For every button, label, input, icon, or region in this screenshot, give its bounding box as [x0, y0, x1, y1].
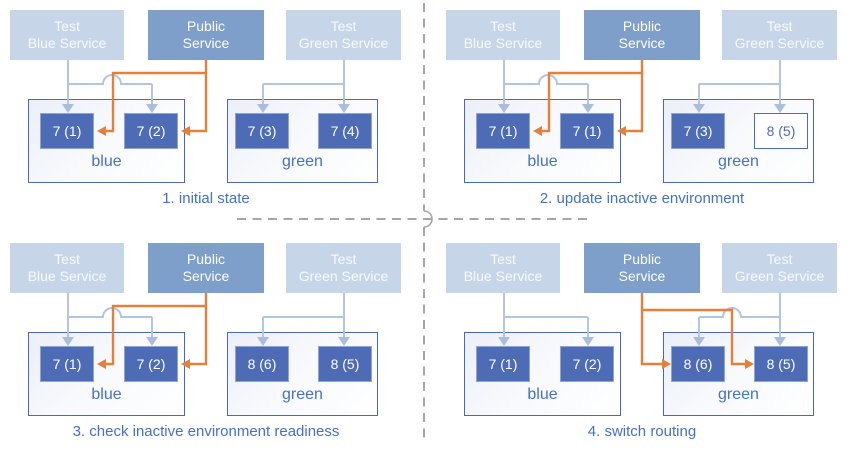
- pod-green-1: 7 (3): [235, 113, 289, 149]
- green-environment-label: green: [282, 386, 323, 403]
- panel-initial-state: Test Blue Service Public Service Test Gr…: [0, 0, 412, 223]
- test-green-service-box: Test Green Service: [722, 243, 837, 293]
- service-label: Test: [54, 18, 80, 34]
- test-blue-service-box: Test Blue Service: [10, 10, 124, 60]
- service-label: Green Service: [298, 35, 389, 51]
- pod-label: 7 (4): [330, 123, 360, 139]
- service-label: Service: [182, 35, 230, 51]
- green-environment-label: green: [282, 153, 323, 170]
- service-label: Blue Service: [27, 35, 107, 51]
- pod-blue-1: 7 (1): [40, 113, 94, 149]
- panel-switch-routing: Test Blue Service Public Service Test Gr…: [436, 233, 848, 456]
- pod-blue-2: 7 (2): [124, 113, 178, 149]
- panel-caption: 1. initial state: [162, 190, 250, 207]
- blue-environment-label: blue: [91, 153, 122, 170]
- test-green-service-box: Test Green Service: [286, 10, 401, 60]
- service-label: Green Service: [298, 268, 389, 284]
- service-label: Blue Service: [27, 268, 107, 284]
- pod-green-1: 8 (6): [671, 346, 725, 382]
- pod-label: 7 (1): [572, 123, 602, 139]
- green-environment-label: green: [718, 386, 759, 403]
- pod-label: 8 (6): [247, 356, 277, 372]
- service-label: Public: [622, 18, 662, 34]
- service-label: Service: [618, 268, 666, 284]
- pod-label: 7 (2): [136, 123, 166, 139]
- pod-label: 7 (1): [488, 356, 518, 372]
- pod-label: 8 (5): [330, 356, 360, 372]
- blue-environment-label: blue: [527, 153, 558, 170]
- test-green-service-box: Test Green Service: [286, 243, 401, 293]
- service-label: Test: [490, 251, 516, 267]
- service-label: Blue Service: [463, 35, 543, 51]
- public-service-box: Public Service: [584, 243, 700, 293]
- service-label: Public: [186, 18, 226, 34]
- panel-update-inactive-environment: Test Blue Service Public Service Test Gr…: [436, 0, 848, 223]
- pod-green-2-new-version: 8 (5): [754, 113, 808, 149]
- public-service-box: Public Service: [584, 10, 700, 60]
- pod-label: 8 (5): [766, 123, 796, 139]
- pod-label: 7 (1): [52, 123, 82, 139]
- pod-label: 7 (1): [488, 123, 518, 139]
- pod-blue-1: 7 (1): [476, 346, 530, 382]
- service-label: Blue Service: [463, 268, 543, 284]
- service-label: Green Service: [734, 35, 825, 51]
- pod-label: 7 (3): [683, 123, 713, 139]
- service-label: Test: [766, 251, 793, 267]
- service-label: Service: [182, 268, 230, 284]
- pod-blue-2: 7 (2): [560, 346, 614, 382]
- divider-crossing-hop: [423, 210, 433, 228]
- test-blue-service-box: Test Blue Service: [446, 10, 560, 60]
- panel-caption: 3. check inactive environment readiness: [72, 423, 340, 440]
- panel-caption: 4. switch routing: [587, 423, 697, 440]
- service-label: Test: [766, 18, 793, 34]
- public-service-box: Public Service: [148, 243, 264, 293]
- pod-label: 7 (2): [572, 356, 602, 372]
- pod-label: 8 (5): [766, 356, 796, 372]
- pod-label: 7 (3): [247, 123, 277, 139]
- public-service-box: Public Service: [148, 10, 264, 60]
- service-label: Test: [54, 251, 80, 267]
- pod-label: 8 (6): [683, 356, 713, 372]
- pod-green-2: 8 (5): [754, 346, 808, 382]
- pod-blue-2: 7 (1): [560, 113, 614, 149]
- pod-blue-2: 7 (2): [124, 346, 178, 382]
- test-blue-service-box: Test Blue Service: [10, 243, 124, 293]
- pod-label: 7 (1): [52, 356, 82, 372]
- blue-environment-label: blue: [91, 386, 122, 403]
- service-label: Test: [330, 18, 357, 34]
- service-label: Service: [618, 35, 666, 51]
- pod-green-1: 7 (3): [671, 113, 725, 149]
- blue-environment-label: blue: [527, 386, 558, 403]
- pod-green-2: 8 (5): [318, 346, 372, 382]
- test-green-service-box: Test Green Service: [722, 10, 837, 60]
- service-label: Green Service: [734, 268, 825, 284]
- pod-green-2: 7 (4): [318, 113, 372, 149]
- service-label: Test: [490, 18, 516, 34]
- service-label: Public: [186, 251, 226, 267]
- pod-blue-1: 7 (1): [476, 113, 530, 149]
- pod-green-1: 8 (6): [235, 346, 289, 382]
- test-blue-service-box: Test Blue Service: [446, 243, 560, 293]
- green-environment-label: green: [718, 153, 759, 170]
- panel-caption: 2. update inactive environment: [539, 190, 745, 207]
- pod-label: 7 (2): [136, 356, 166, 372]
- panel-check-inactive-environment-readiness: Test Blue Service Public Service Test Gr…: [0, 233, 412, 456]
- service-label: Test: [330, 251, 357, 267]
- pod-blue-1: 7 (1): [40, 346, 94, 382]
- service-label: Public: [622, 251, 662, 267]
